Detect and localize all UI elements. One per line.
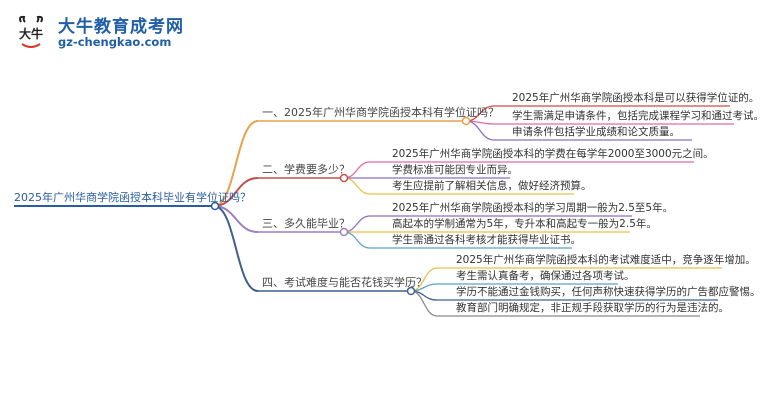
leaf-3-2: 高起本的学制通常为5年，专升本和高起专一般为2.5年。 [392, 218, 657, 230]
branch-2-label: 二、学费要多少？ [262, 163, 350, 176]
branch-3-label: 三、多久能毕业？ [262, 217, 350, 230]
leaf-1-3: 申请条件包括学业成绩和论文质量。 [512, 126, 680, 138]
leaf-2-1: 2025年广州华商学院函授本科的学费在每学年2000至3000元之间。 [392, 148, 714, 160]
leaf-4-4: 教育部门明确规定，非正规手段获取学历的行为是违法的。 [456, 302, 729, 314]
leaf-4-3: 学历不能通过金钱购买，任何声称快速获得学历的广告都应警惕。 [456, 286, 761, 298]
branch-4-label: 四、考试难度与能否花钱买学历？ [262, 276, 427, 289]
bull-head-logo-icon: 大牛 [19, 15, 43, 48]
brand-url[interactable]: gz-chengkao.com [58, 35, 172, 49]
connector-branch-3 [213, 205, 259, 233]
root-topic: 2025年广州华商学院函授本科毕业有学位证吗？ [14, 191, 251, 204]
connector-branch-2 [213, 177, 259, 207]
leaf-3-1: 2025年广州华商学院函授本科的学习周期一般为2.5至5年。 [392, 202, 674, 214]
leaf-4-2: 考生需认真备考，确保通过各项考试。 [456, 270, 635, 282]
logo-mark-text: 大牛 [19, 26, 43, 41]
leaf-2-2: 学费标准可能因专业而异。 [392, 164, 518, 176]
connector-leaf-3-3 [343, 231, 371, 249]
branch-4-node-dot [406, 286, 416, 296]
branch-3-node-dot [339, 227, 349, 237]
site-logo[interactable]: 大牛 大牛教育成考网 gz-chengkao.com [6, 8, 256, 56]
leaf-1-1: 2025年广州华商学院函授本科是可以获得学位证的。 [512, 92, 760, 104]
root-node-dot [210, 201, 220, 211]
leaf-1-2: 学生需满足申请条件，包括完成课程学习和通过考试。 [512, 110, 764, 122]
brand-name: 大牛教育成考网 [58, 17, 184, 37]
connector-branch-1 [213, 120, 259, 207]
branch-1-label: 一、2025年广州华商学院函授本科有学位证吗？ [262, 106, 499, 119]
branch-1-node-dot [461, 116, 471, 126]
connector-leaf-2-3 [343, 177, 371, 195]
connector-branch-4 [213, 205, 259, 292]
leaf-3-3: 学生需通过各科考核才能获得毕业证书。 [392, 234, 581, 246]
leaf-4-1: 2025年广州华商学院函授本科的考试难度适中，竞争逐年增加。 [456, 254, 756, 266]
leaf-2-3: 考生应提前了解相关信息，做好经济预算。 [392, 180, 592, 192]
branch-2-node-dot [339, 173, 349, 183]
